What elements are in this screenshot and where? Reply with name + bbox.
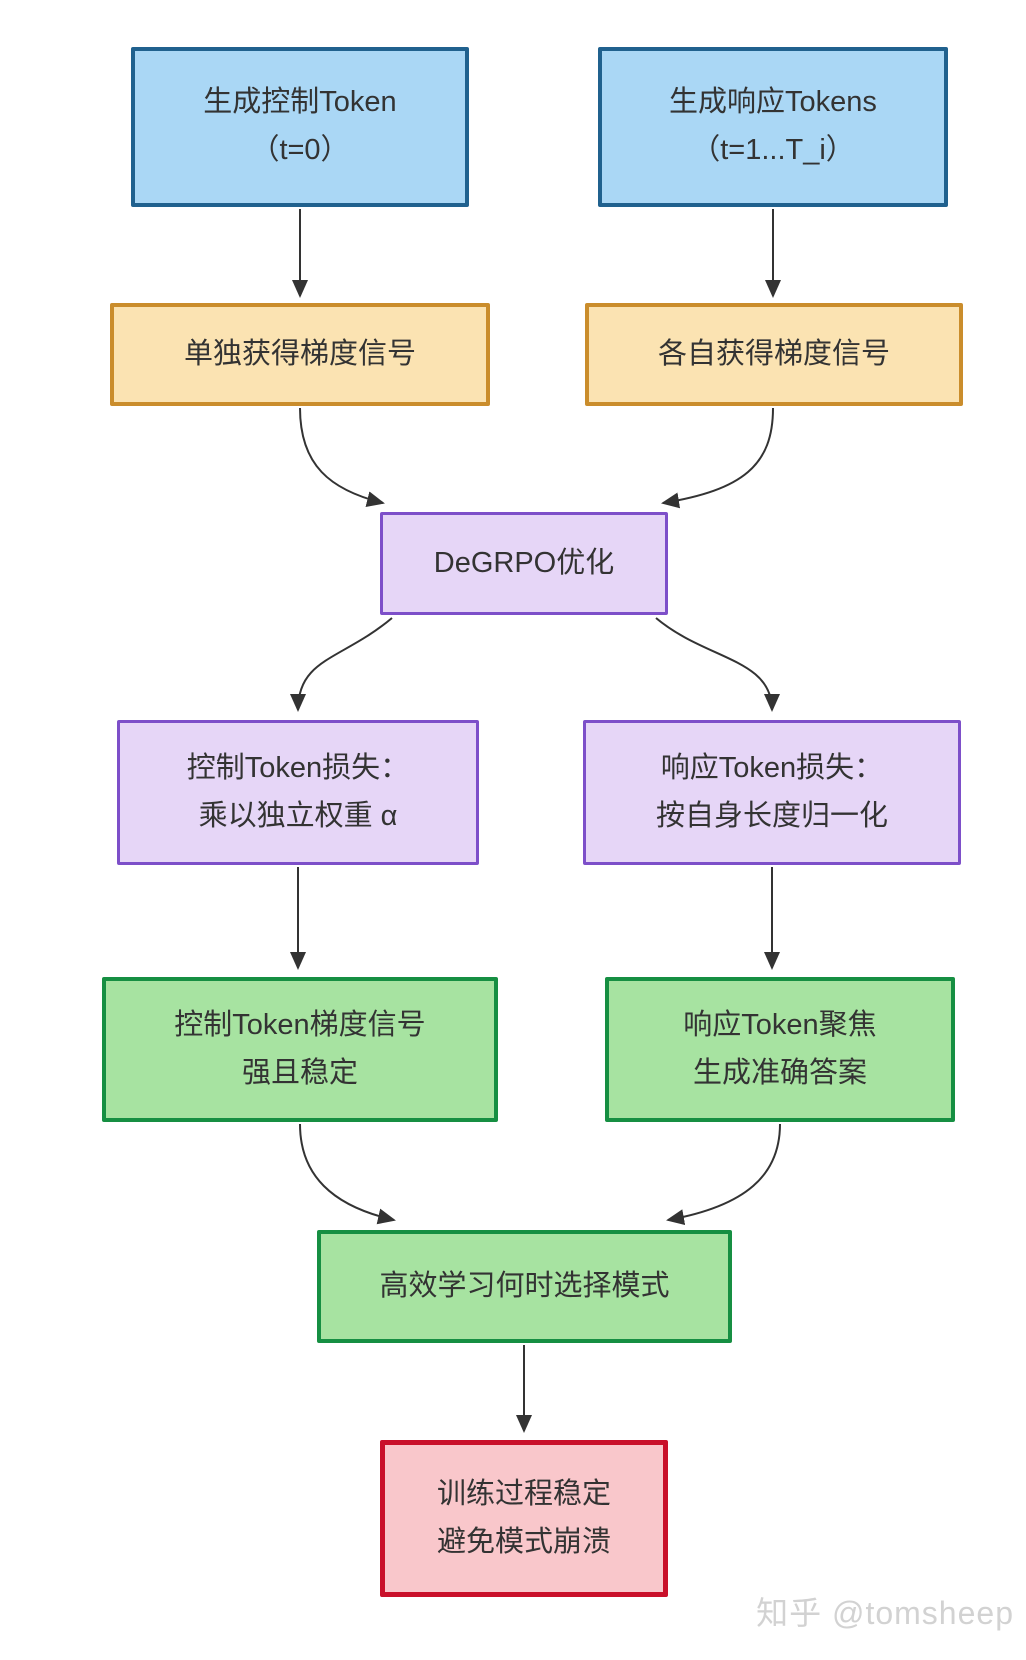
watermark-zhihu-tomsheep: 知乎 @tomsheep bbox=[756, 1595, 1014, 1631]
node-loss-control-line2: 乘以独立权重 α bbox=[198, 799, 398, 832]
node-loss-control: 控制Token损失： 乘以独立权重 α bbox=[117, 720, 479, 865]
node-gen-control-token: 生成控制Token （t=0） bbox=[131, 47, 469, 207]
node-stable-line1: 训练过程稳定 bbox=[436, 1477, 611, 1510]
node-loss-response-line1: 响应Token损失： bbox=[660, 751, 884, 784]
arrow-degrpo-to-loss-control bbox=[290, 617, 393, 712]
arrow-degrpo-to-loss-response bbox=[655, 617, 780, 712]
node-grad-control-line1: 单独获得梯度信号 bbox=[183, 337, 416, 370]
node-gen-response-line1: 生成响应Tokens bbox=[669, 86, 877, 119]
node-grad-control: 单独获得梯度信号 bbox=[110, 303, 490, 406]
node-focus-response: 响应Token聚焦 生成准确答案 bbox=[605, 977, 955, 1122]
node-degrpo: DeGRPO优化 bbox=[380, 512, 668, 615]
node-signal-control-line2: 强且稳定 bbox=[241, 1056, 358, 1089]
node-loss-response: 响应Token损失： 按自身长度归一化 bbox=[583, 720, 961, 865]
node-focus-response-line2: 生成准确答案 bbox=[692, 1056, 867, 1089]
node-learn-mode: 高效学习何时选择模式 bbox=[317, 1230, 732, 1343]
arrow-signal-control-to-learn-mode bbox=[299, 1123, 396, 1225]
node-grad-response: 各自获得梯度信号 bbox=[585, 303, 963, 406]
arrow-grad-control-to-degrpo bbox=[299, 407, 385, 507]
node-gen-control-line2: （t=0） bbox=[250, 134, 350, 166]
node-focus-response-line1: 响应Token聚焦 bbox=[683, 1008, 877, 1041]
arrow-grad-response-to-degrpo bbox=[661, 407, 774, 509]
node-stable: 训练过程稳定 避免模式崩溃 bbox=[380, 1440, 668, 1597]
node-grad-response-line1: 各自获得梯度信号 bbox=[657, 337, 890, 370]
node-learn-mode-line1: 高效学习何时选择模式 bbox=[379, 1269, 670, 1302]
node-gen-control-line1: 生成控制Token bbox=[203, 86, 397, 119]
node-gen-response-tokens: 生成响应Tokens （t=1...T_i） bbox=[598, 47, 948, 207]
node-gen-response-line2: （t=1...T_i） bbox=[691, 134, 855, 166]
node-stable-line2: 避免模式崩溃 bbox=[436, 1525, 611, 1558]
node-loss-response-line2: 按自身长度归一化 bbox=[655, 799, 888, 832]
node-degrpo-line1: DeGRPO优化 bbox=[433, 546, 615, 579]
node-signal-control: 控制Token梯度信号 强且稳定 bbox=[102, 977, 498, 1122]
node-loss-control-line1: 控制Token损失： bbox=[186, 751, 410, 784]
arrow-focus-response-to-learn-mode bbox=[666, 1123, 781, 1226]
node-signal-control-line1: 控制Token梯度信号 bbox=[174, 1008, 426, 1041]
